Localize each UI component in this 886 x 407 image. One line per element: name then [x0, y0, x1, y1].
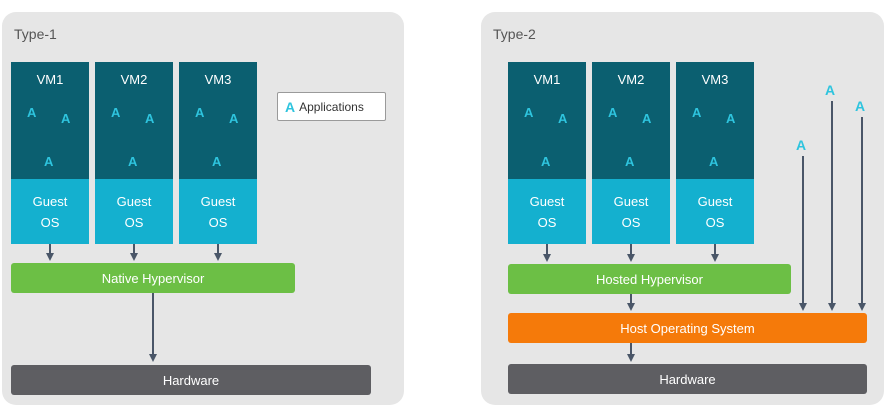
vm-box: VM2 A A A — [95, 62, 173, 179]
type1-hardware-bar: Hardware — [11, 365, 371, 395]
app-icon: A — [692, 105, 702, 120]
type1-vm1: VM1 A A A Guest OS — [11, 62, 89, 244]
app-icon: A — [524, 105, 534, 120]
app-icon: A — [44, 154, 54, 169]
guest-os-line2: OS — [124, 214, 144, 230]
type2-vm2: VM2 A A A Guest OS — [592, 62, 670, 244]
app-icon: A — [27, 105, 37, 120]
vm-name: VM3 — [701, 72, 729, 87]
app-icon: A — [726, 111, 736, 126]
guest-os-line2: OS — [537, 214, 557, 230]
native-hypervisor-bar: Native Hypervisor — [11, 263, 295, 293]
app-icon: A — [558, 111, 568, 126]
guest-os-line2: OS — [208, 214, 228, 230]
vm-box: VM3 A A A — [676, 62, 754, 179]
app-icon: A — [111, 105, 121, 120]
guest-os-line2: OS — [40, 214, 60, 230]
type2-hardware-bar: Hardware — [508, 364, 867, 394]
app-icon: A — [195, 105, 205, 120]
type1-title: Type-1 — [14, 26, 57, 42]
app-icon: A — [145, 111, 155, 126]
legend-label: Applications — [299, 99, 364, 114]
app-icon: A — [625, 154, 635, 169]
vm-name: VM1 — [533, 72, 561, 87]
guest-os-line1: Guest — [697, 193, 733, 209]
guest-os: Guest OS — [592, 179, 670, 244]
app-icon: A — [61, 111, 71, 126]
type1-vm2: VM2 A A A Guest OS — [95, 62, 173, 244]
guest-os-line1: Guest — [32, 193, 68, 209]
type2-vm3: VM3 A A A Guest OS — [676, 62, 754, 244]
vm-name: VM2 — [617, 72, 645, 87]
app-icon: A — [541, 154, 551, 169]
app-icon: A — [128, 154, 138, 169]
type2-title: Type-2 — [493, 26, 536, 42]
app-icon: A — [608, 105, 618, 120]
vm-box: VM1 A A A — [11, 62, 89, 179]
vm-box: VM3 A A A — [179, 62, 257, 179]
guest-os: Guest OS — [95, 179, 173, 244]
native-app-icon: A — [796, 137, 807, 153]
type2-vm1: VM1 A A A Guest OS — [508, 62, 586, 244]
applications-legend: A Applications — [277, 92, 386, 121]
native-app-icon: A — [825, 82, 836, 98]
guest-os-line1: Guest — [613, 193, 649, 209]
guest-os-line1: Guest — [116, 193, 152, 209]
guest-os: Guest OS — [676, 179, 754, 244]
vm-box: VM2 A A A — [592, 62, 670, 179]
app-icon: A — [642, 111, 652, 126]
guest-os: Guest OS — [179, 179, 257, 244]
vm-name: VM2 — [120, 72, 148, 87]
vm-name: VM3 — [204, 72, 232, 87]
app-icon: A — [709, 154, 719, 169]
type1-vm3: VM3 A A A Guest OS — [179, 62, 257, 244]
guest-os-line2: OS — [705, 214, 725, 230]
vm-name: VM1 — [36, 72, 64, 87]
host-os-bar: Host Operating System — [508, 313, 867, 343]
app-legend-icon: A — [285, 98, 296, 115]
guest-os-line1: Guest — [529, 193, 565, 209]
vm-box: VM1 A A A — [508, 62, 586, 179]
guest-os-line2: OS — [621, 214, 641, 230]
hosted-hypervisor-bar: Hosted Hypervisor — [508, 264, 791, 294]
native-app-icon: A — [855, 98, 866, 114]
guest-os: Guest OS — [508, 179, 586, 244]
guest-os: Guest OS — [11, 179, 89, 244]
guest-os-line1: Guest — [200, 193, 236, 209]
app-icon: A — [229, 111, 239, 126]
app-icon: A — [212, 154, 222, 169]
